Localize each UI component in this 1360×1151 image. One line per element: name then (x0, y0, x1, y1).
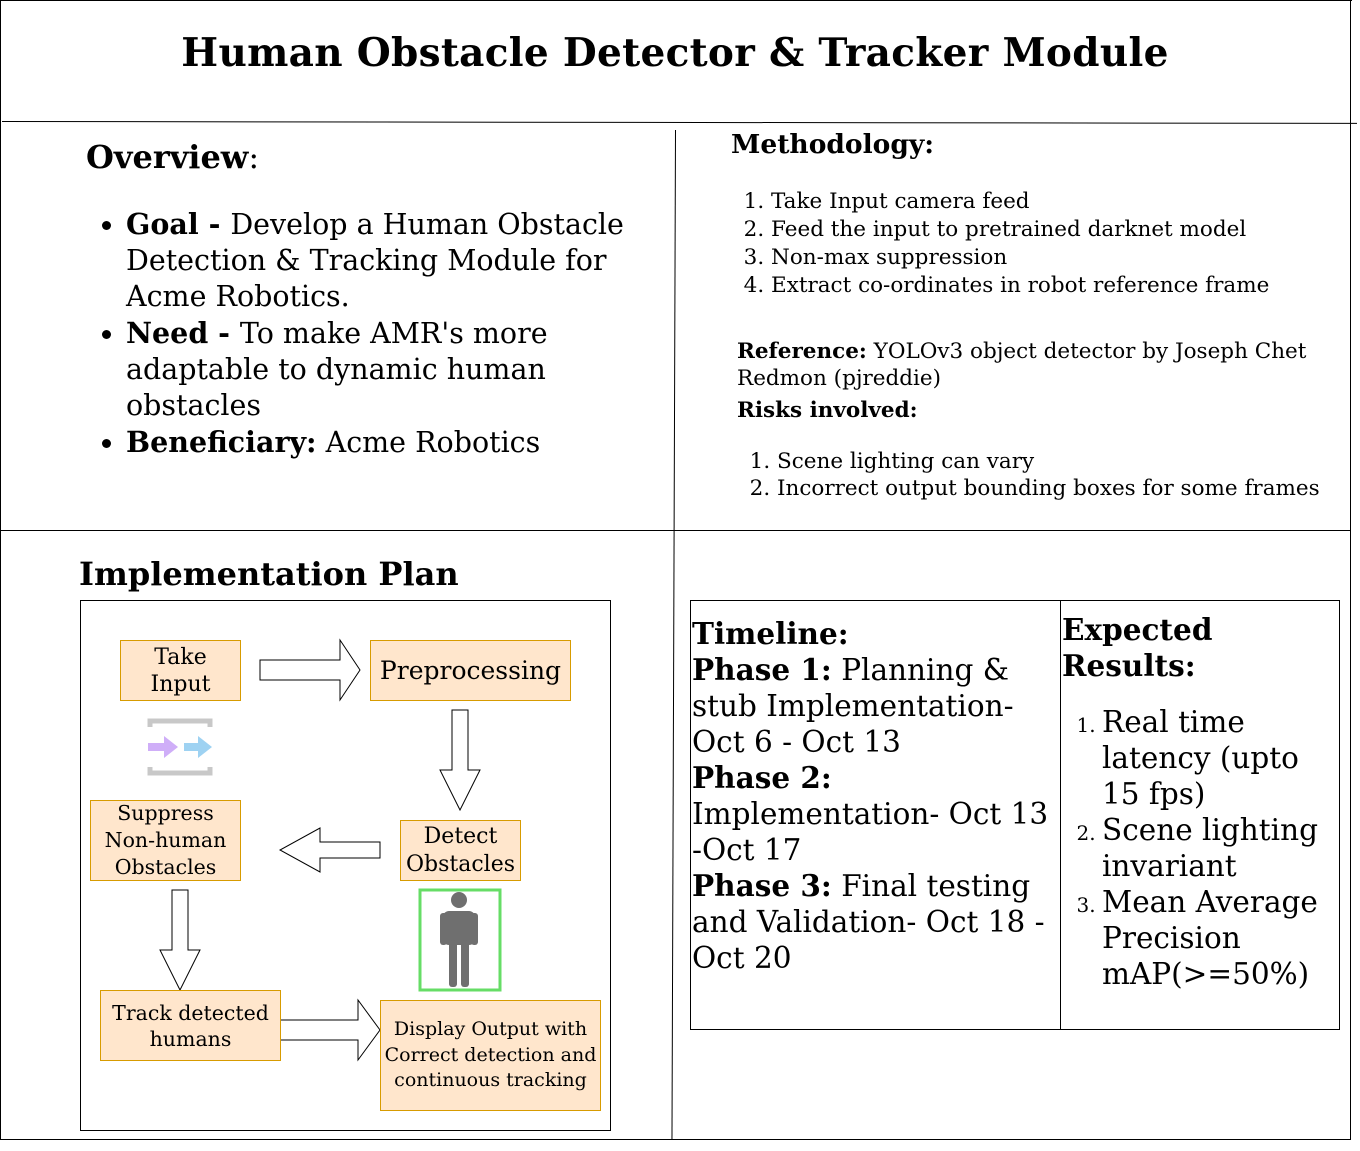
expected-result-item: Real time latency (upto 15 fps) (1102, 704, 1340, 812)
expected-results-cell: Expected Results: Real time latency (upt… (1062, 612, 1340, 992)
methodology-heading: Methodology: (731, 129, 935, 160)
timeline-phase: Phase 2: Implementation- Oct 13 -Oct 17 (692, 760, 1049, 867)
expected-results-heading: Expected Results: (1062, 612, 1213, 683)
frame-left (0, 0, 1, 1140)
expected-result-item: Scene lighting invariant (1102, 812, 1340, 884)
frame-bottom (0, 1139, 1351, 1140)
risk-item: Incorrect output bounding boxes for some… (777, 475, 1337, 502)
person-bounding-box (418, 888, 502, 992)
risk-item: Scene lighting can vary (777, 448, 1337, 475)
reference-note: Reference: YOLOv3 object detector by Jos… (737, 339, 1307, 391)
arrow-input-to-preprocessing (259, 638, 361, 702)
transfer-arrows-icon (147, 718, 213, 776)
implementation-heading: Implementation Plan (79, 555, 459, 593)
page-title: Human Obstacle Detector & Tracker Module (181, 30, 1169, 76)
overview-beneficiary: Beneficiary: Acme Robotics (126, 424, 656, 461)
risks-heading: Risks involved: (737, 398, 918, 423)
frame-right (1350, 0, 1351, 1140)
expected-results-list: Real time latency (upto 15 fps) Scene li… (1062, 704, 1340, 992)
node-detect-obstacles: Detect Obstacles (400, 820, 521, 881)
methodology-steps: Take Input camera feed Feed the input to… (731, 188, 1336, 300)
overview-need: Need - To make AMR's more adaptable to d… (126, 315, 656, 424)
timeline-phase: Phase 1: Planning & stub Implementation-… (692, 652, 1014, 759)
timeline-heading: Timeline: (692, 616, 849, 651)
frame-top (0, 0, 1352, 1)
overview-heading: Overview: (86, 138, 260, 176)
timeline-cell: Timeline: Phase 1: Planning & stub Imple… (692, 616, 1060, 976)
overview-list: Goal - Develop a Human Obstacle Detectio… (86, 206, 656, 461)
node-display-output: Display Output with Correct detection an… (380, 1000, 601, 1111)
arrow-detect-to-suppress (278, 827, 381, 873)
expected-result-item: Mean Average Precision mAP(>=50%) (1102, 884, 1340, 992)
flowchart-frame (80, 600, 611, 1131)
methodology-step: Non-max suppression (771, 244, 1336, 272)
methodology-step: Feed the input to pretrained darknet mod… (771, 216, 1336, 244)
arrow-preprocessing-to-detect (439, 709, 481, 812)
overview-goal: Goal - Develop a Human Obstacle Detectio… (126, 206, 656, 315)
risks-list: Scene lighting can vary Incorrect output… (737, 448, 1337, 502)
node-take-input: Take Input (120, 640, 241, 701)
node-suppress-nonhuman: Suppress Non-human Obstacles (90, 800, 241, 881)
node-preprocessing: Preprocessing (370, 640, 571, 701)
methodology-step: Extract co-ordinates in robot reference … (771, 272, 1336, 300)
methodology-step: Take Input camera feed (771, 188, 1336, 216)
arrow-track-to-display (279, 998, 381, 1062)
person-icon (440, 892, 478, 987)
timeline-table (690, 600, 1340, 1030)
timeline-table-divider (1060, 600, 1061, 1030)
middle-divider (0, 530, 1350, 531)
timeline-phase: Phase 3: Final testing and Validation- O… (692, 868, 1045, 975)
arrow-suppress-to-track (159, 889, 201, 992)
node-track-humans: Track detected humans (100, 990, 281, 1061)
